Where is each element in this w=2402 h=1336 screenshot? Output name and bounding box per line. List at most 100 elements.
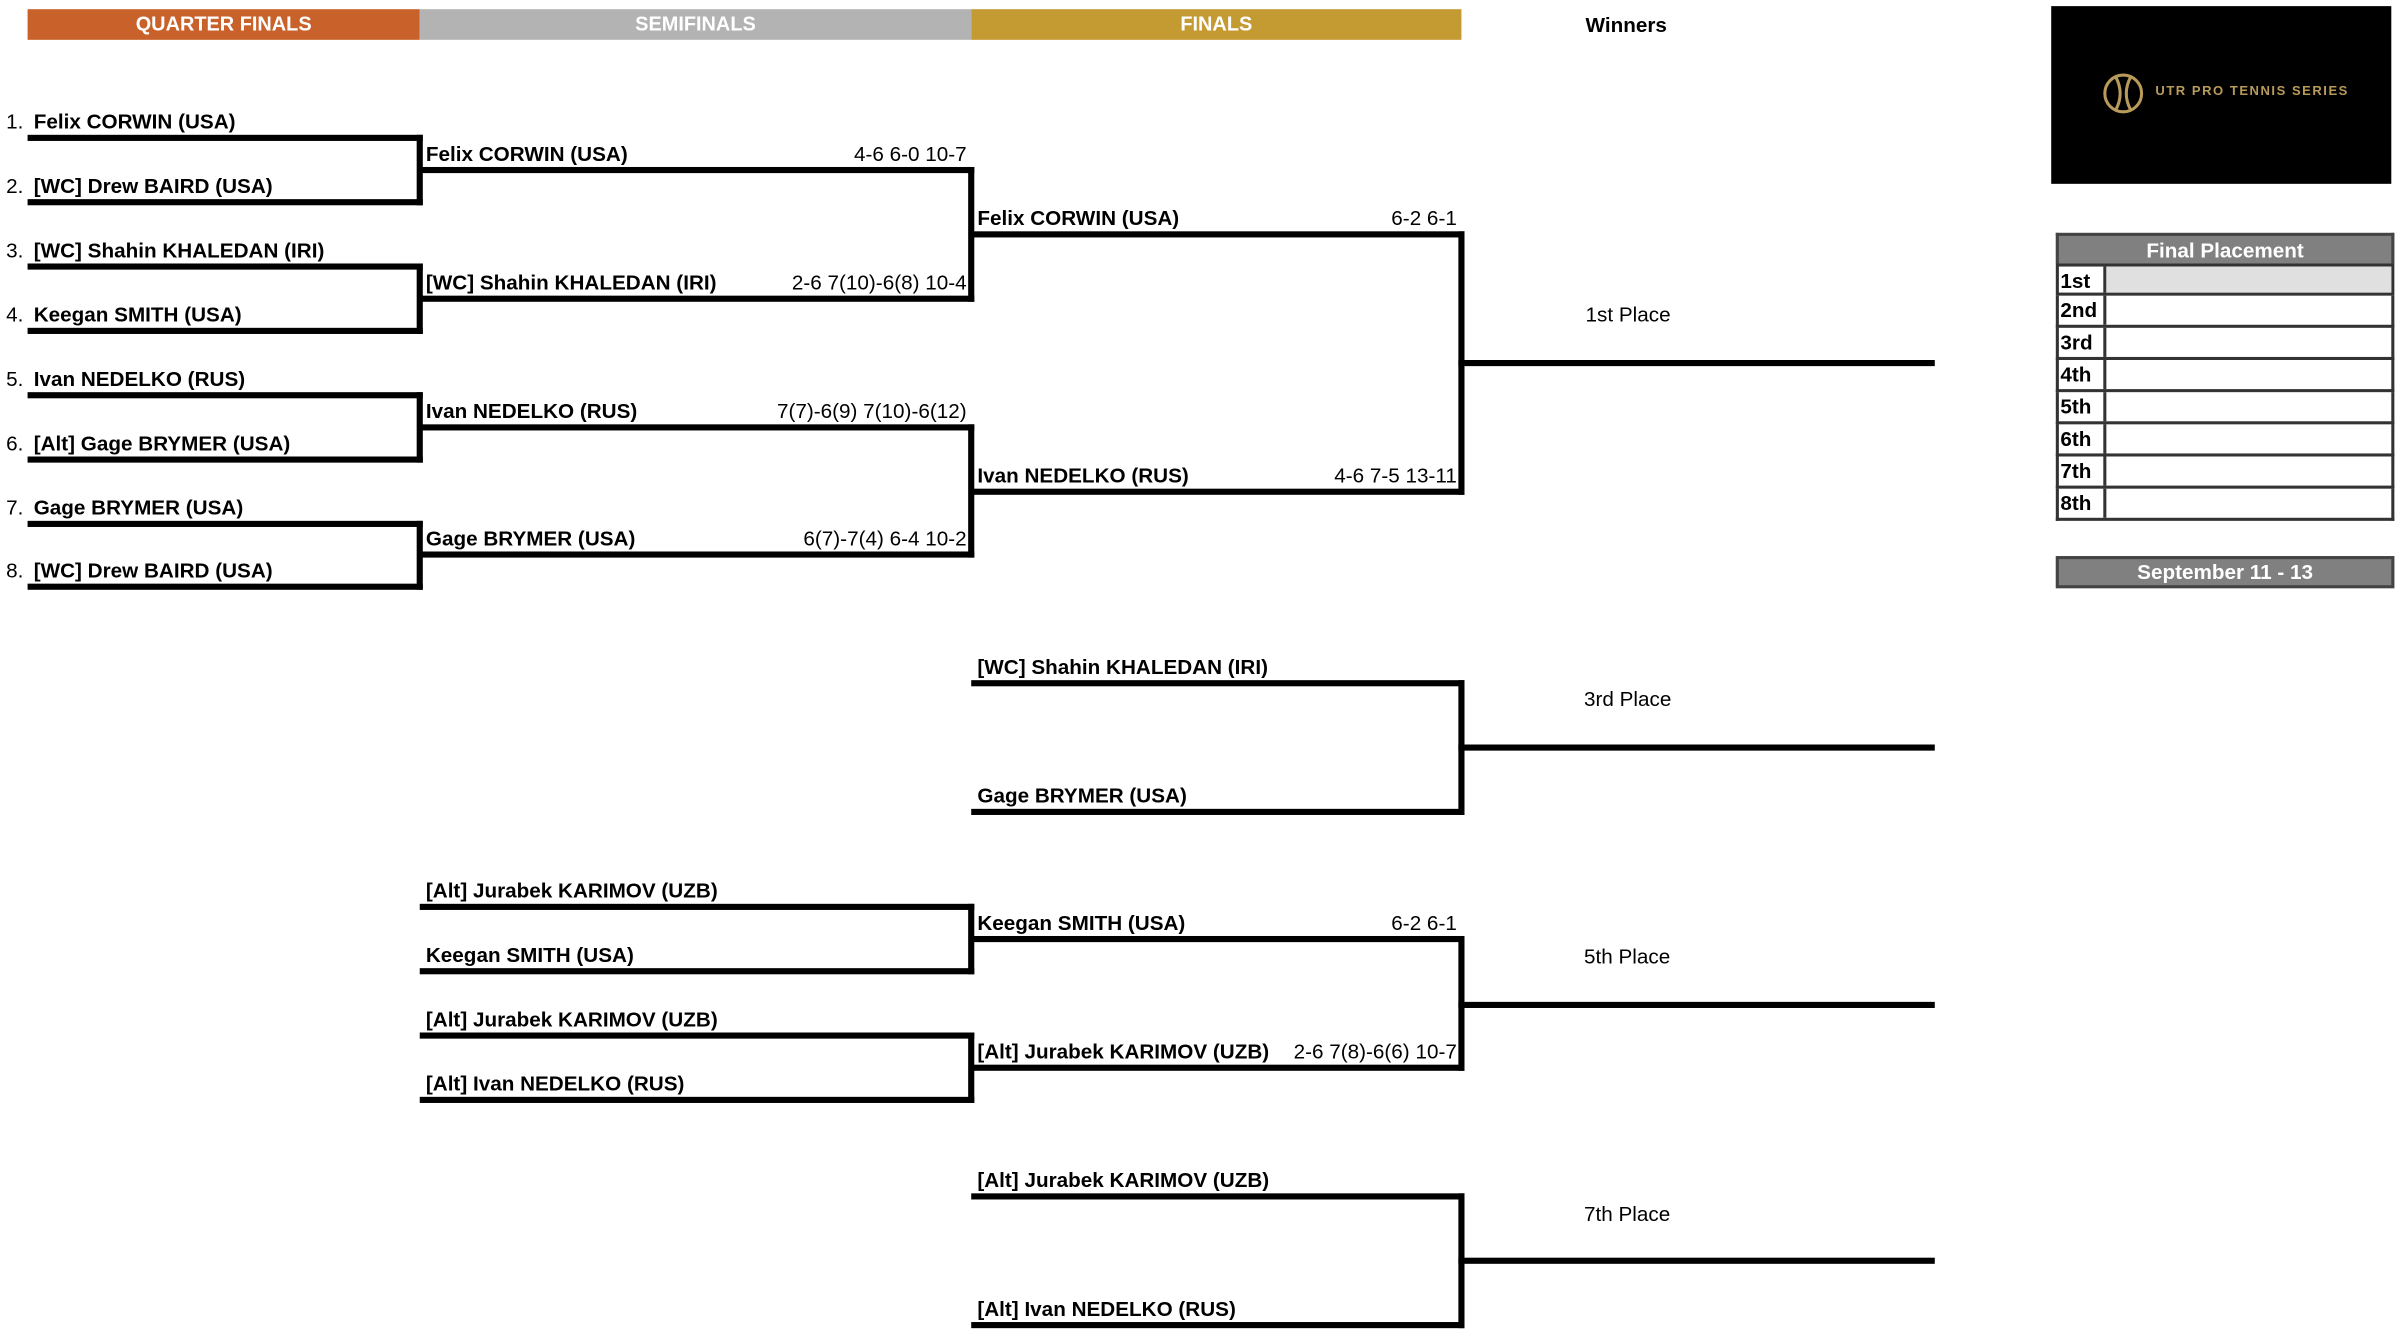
- qf-player: Ivan NEDELKO (RUS): [33, 367, 246, 391]
- sf-player: Ivan NEDELKO (RUS): [425, 399, 638, 423]
- bracket-line: [971, 1064, 1465, 1071]
- finals-header: FINALS: [971, 9, 1462, 40]
- qf-player: Gage BRYMER (USA): [33, 496, 244, 520]
- bracket-line: [1458, 744, 1935, 751]
- qf-seed: 6.: [6, 431, 24, 455]
- bracket-line: [971, 808, 1465, 815]
- consolation-player: [Alt] Jurabek KARIMOV (UZB): [425, 879, 718, 903]
- consolation-player: [Alt] Jurabek KARIMOV (UZB): [425, 1007, 718, 1031]
- placement-value: [2106, 296, 2391, 325]
- fifth-place-label: 5th Place: [1583, 945, 1671, 969]
- placement-row: 1st: [2055, 263, 2395, 296]
- bracket-line: [419, 424, 975, 431]
- placement-row: 6th: [2055, 424, 2395, 457]
- placement-value: [2106, 457, 2391, 486]
- bracket-line: [1458, 359, 1935, 367]
- placement-rank: 4th: [2059, 359, 2107, 390]
- placement-value: [2106, 328, 2391, 357]
- tennis-ball-icon: [2103, 73, 2144, 114]
- qf-seed: 2.: [6, 174, 24, 198]
- final-placement-title: Final Placement: [2055, 232, 2395, 264]
- winners-header: Winners: [1585, 13, 1667, 37]
- qf-seed: 5.: [6, 367, 24, 391]
- placement-rank: 3rd: [2059, 327, 2107, 357]
- placement-row: 4th: [2055, 359, 2395, 393]
- bracket-line: [27, 520, 423, 527]
- final-placement-table: Final Placement 1st 2nd 3rd 4th 5th 6th …: [2055, 232, 2395, 521]
- qf-player: Felix CORWIN (USA): [33, 110, 236, 134]
- sf-player: Gage BRYMER (USA): [425, 526, 636, 550]
- bracket-line: [27, 134, 423, 141]
- qf-player: [WC] Shahin KHALEDAN (IRI): [33, 238, 325, 262]
- bracket-line: [419, 551, 975, 558]
- seventh-place-label: 7th Place: [1583, 1202, 1671, 1226]
- fifth-place-score: 2-6 7(8)-6(6) 10-7: [1293, 1040, 1457, 1064]
- bracket-line: [419, 968, 975, 975]
- bracket-line: [419, 1096, 975, 1103]
- qf-seed: 4.: [6, 303, 24, 327]
- final-score: 4-6 7-5 13-11: [1334, 464, 1457, 488]
- utr-logo: UTR PRO TENNIS SERIES: [2051, 6, 2392, 184]
- placement-row: 8th: [2055, 488, 2395, 521]
- bracket-line: [971, 1193, 1465, 1200]
- semifinals-header: SEMIFINALS: [419, 9, 972, 40]
- bracket-line: [419, 1032, 975, 1039]
- placement-rank: 2nd: [2059, 295, 2107, 325]
- qf-player: Keegan SMITH (USA): [33, 303, 242, 327]
- placement-value: [2106, 424, 2391, 453]
- consolation-player: Keegan SMITH (USA): [425, 943, 634, 967]
- qf-seed: 8.: [6, 559, 24, 583]
- bracket-line: [1458, 1257, 1935, 1264]
- qf-seed: 7.: [6, 496, 24, 520]
- event-dates: September 11 - 13: [2055, 556, 2395, 589]
- bracket-line: [1458, 1001, 1935, 1008]
- seventh-place-player: [Alt] Jurabek KARIMOV (UZB): [977, 1168, 1270, 1192]
- placement-value: [2106, 266, 2392, 293]
- placement-value: [2106, 489, 2391, 518]
- qf-player: [Alt] Gage BRYMER (USA): [33, 431, 291, 455]
- placement-row: 2nd: [2055, 295, 2395, 328]
- third-place-player: [WC] Shahin KHALEDAN (IRI): [977, 655, 1269, 679]
- sf-score: 6(7)-7(4) 6-4 10-2: [803, 526, 967, 550]
- placement-value: [2106, 360, 2391, 389]
- third-place-label: 3rd Place: [1583, 687, 1672, 711]
- bracket-line: [27, 327, 423, 334]
- bracket-line: [971, 935, 1465, 943]
- placement-row: 5th: [2055, 392, 2395, 425]
- consolation-player: [Alt] Ivan NEDELKO (RUS): [425, 1072, 685, 1096]
- fifth-place-player: Keegan SMITH (USA): [977, 911, 1186, 935]
- placement-rank: 1st: [2059, 266, 2107, 293]
- placement-rank: 6th: [2059, 424, 2107, 454]
- quarter-finals-header: QUARTER FINALS: [27, 9, 420, 40]
- first-place-label: 1st Place: [1585, 303, 1671, 327]
- sf-player: [WC] Shahin KHALEDAN (IRI): [425, 271, 717, 295]
- bracket-line: [971, 680, 1465, 687]
- bracket-line: [419, 903, 975, 910]
- seventh-place-player: [Alt] Ivan NEDELKO (RUS): [977, 1297, 1236, 1321]
- placement-rank: 7th: [2059, 456, 2107, 486]
- sf-score: 7(7)-6(9) 7(10)-6(12): [776, 399, 967, 423]
- bracket-line: [27, 199, 423, 206]
- third-place-player: Gage BRYMER (USA): [977, 784, 1187, 808]
- sf-player: Felix CORWIN (USA): [425, 142, 628, 166]
- fifth-place-score: 6-2 6-1: [1391, 911, 1457, 935]
- bracket-line: [27, 392, 423, 399]
- bracket-line: [971, 1322, 1465, 1329]
- final-player: Felix CORWIN (USA): [977, 206, 1180, 230]
- qf-player: [WC] Drew BAIRD (USA): [33, 559, 273, 583]
- qf-seed: 1.: [6, 110, 24, 134]
- final-score: 6-2 6-1: [1391, 206, 1457, 230]
- bracket-line: [419, 166, 975, 174]
- bracket-line: [27, 583, 423, 590]
- placement-value: [2106, 392, 2391, 421]
- sf-score: 2-6 7(10)-6(8) 10-4: [791, 271, 967, 295]
- placement-row: 3rd: [2055, 327, 2395, 360]
- bracket-line: [419, 295, 975, 302]
- placement-rank: 8th: [2059, 488, 2107, 518]
- placement-row: 7th: [2055, 456, 2395, 489]
- fifth-place-player: [Alt] Jurabek KARIMOV (UZB): [977, 1040, 1270, 1064]
- qf-player: [WC] Drew BAIRD (USA): [33, 174, 273, 198]
- bracket-line: [971, 231, 1465, 238]
- sf-score: 4-6 6-0 10-7: [853, 142, 967, 166]
